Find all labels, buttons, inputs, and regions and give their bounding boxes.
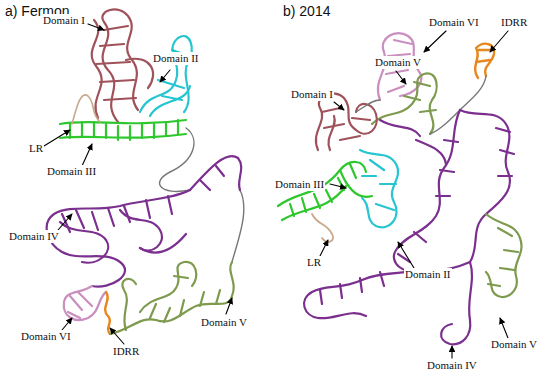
domain-i-b: [316, 93, 377, 150]
domain-vi-a: [64, 286, 106, 320]
domain-label: Domain V: [200, 316, 248, 329]
linker-b: [356, 76, 486, 134]
domain-label: Domain III: [274, 178, 325, 191]
region-label: IDRR: [500, 16, 528, 29]
region-label: LR: [28, 142, 44, 155]
domain-iii-a: [60, 120, 186, 140]
domain-ii-a: [140, 36, 192, 116]
lr-b: [312, 214, 333, 242]
domain-label: Domain I: [42, 14, 86, 27]
panel-title: b) 2014: [282, 3, 331, 19]
domain-v-bottom-b: [486, 214, 522, 297]
domain-label: Domain IV: [8, 230, 60, 243]
domain-label: Domain V: [374, 56, 422, 69]
idrr-b: [475, 44, 494, 78]
domain-label: Domain V: [490, 338, 538, 351]
domain-iv-a: [47, 156, 242, 287]
idrr-a: [105, 292, 110, 334]
domain-label: Domain II: [404, 268, 452, 281]
domain-label: Domain VI: [20, 330, 72, 343]
domain-ii-b: [360, 150, 398, 227]
domain-iv-b: [304, 110, 514, 344]
domain-label: Domain VI: [428, 16, 480, 29]
leader-arrows: [44, 24, 508, 358]
domain-label: Domain II: [152, 52, 200, 65]
region-label: IDRR: [112, 345, 140, 358]
lr-a: [72, 95, 100, 124]
domain-label: Domain III: [46, 165, 97, 178]
domain-label: Domain I: [290, 88, 334, 101]
domain-label: Domain IV: [426, 359, 478, 372]
region-label: LR: [306, 256, 322, 269]
